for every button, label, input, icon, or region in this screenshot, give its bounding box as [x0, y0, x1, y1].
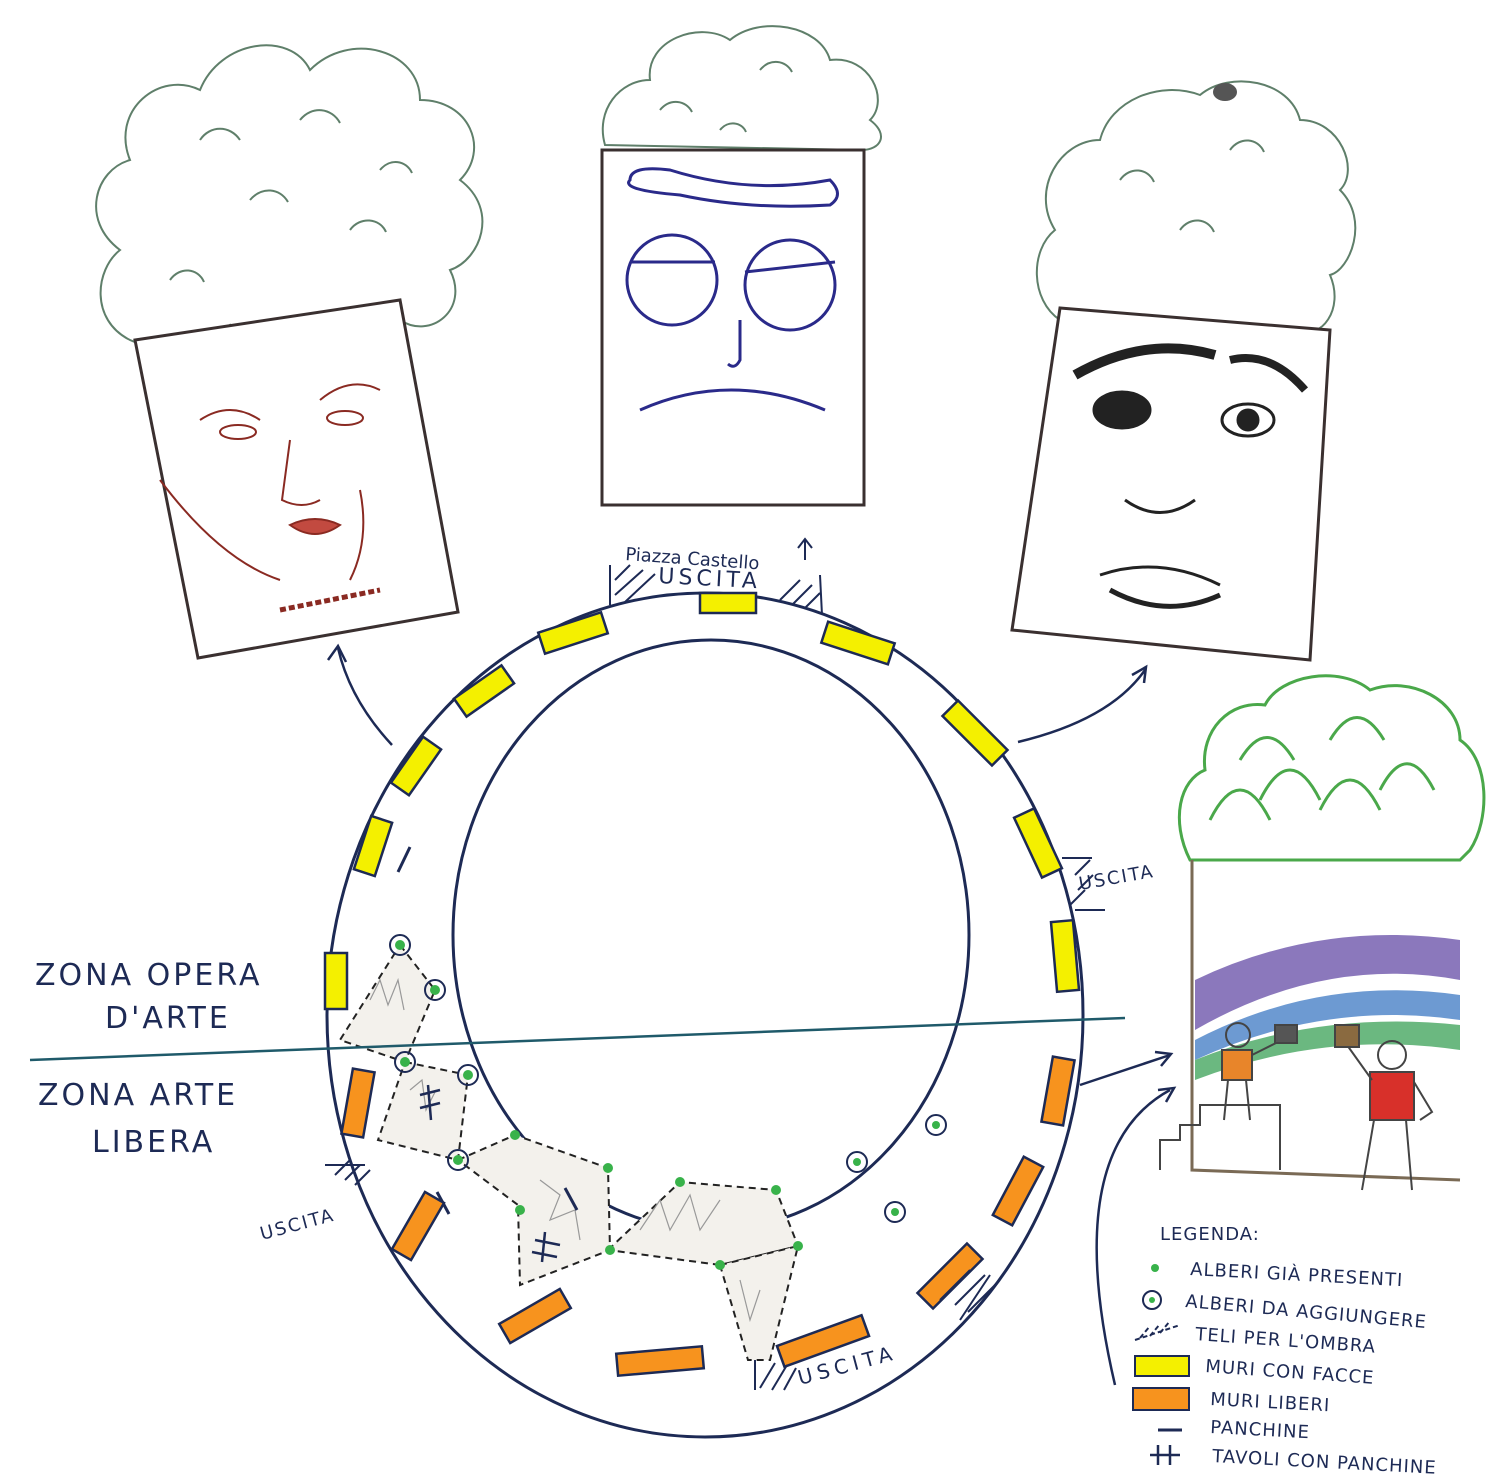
tree-canopy-left [96, 45, 482, 346]
exit-hatching [325, 565, 1105, 1390]
piazza-arrow-icon [798, 539, 812, 560]
face-panel-man-black [1012, 308, 1330, 660]
face-panel-man-blue [602, 150, 864, 505]
legend-wall-faces-icon [1135, 1356, 1189, 1376]
legend-table-icon [1150, 1445, 1180, 1465]
legend-item: MURI CON FACCE [1205, 1356, 1375, 1389]
legend-item: ALBERI GIÀ PRESENTI [1190, 1258, 1404, 1291]
legend-item: TAVOLI CON PANCHINE [1211, 1446, 1437, 1479]
legend-tree-existing-icon [1151, 1264, 1159, 1272]
tree-canopy-right [1037, 81, 1355, 332]
legend-wall-free-icon [1133, 1388, 1189, 1410]
label-zone-art-2: D'ARTE [105, 1001, 231, 1036]
walls-with-faces [325, 593, 1079, 1009]
mural-panel [1160, 860, 1460, 1190]
shade-cloths [340, 945, 798, 1360]
label-exit-top: USCITA [658, 564, 762, 594]
tree-canopy-middle [603, 26, 881, 150]
legend-shade-icon [1135, 1321, 1180, 1340]
legend-title: LEGENDA: [1160, 1224, 1260, 1245]
face-panel-woman [135, 300, 458, 658]
label-zone-art-1: ZONA OPERA [35, 958, 262, 993]
legend-item: TELI PER L'OMBRA [1194, 1324, 1377, 1358]
legend-item: PANCHINE [1210, 1417, 1311, 1443]
label-zone-free-2: LIBERA [92, 1125, 215, 1160]
label-exit-right: USCITA [1077, 861, 1156, 895]
legend-item: MURI LIBERI [1210, 1389, 1331, 1416]
label-zone-free-1: ZONA ARTE [38, 1078, 238, 1113]
trees-to-add [390, 935, 946, 1222]
legend-tree-add-dot [1149, 1297, 1155, 1303]
tree-canopy-mural [1179, 676, 1484, 860]
label-exit-left: USCITA [258, 1205, 337, 1245]
legend: LEGENDA: ALBERI GIÀ PRESENTI ALBERI DA A… [1133, 1224, 1437, 1479]
